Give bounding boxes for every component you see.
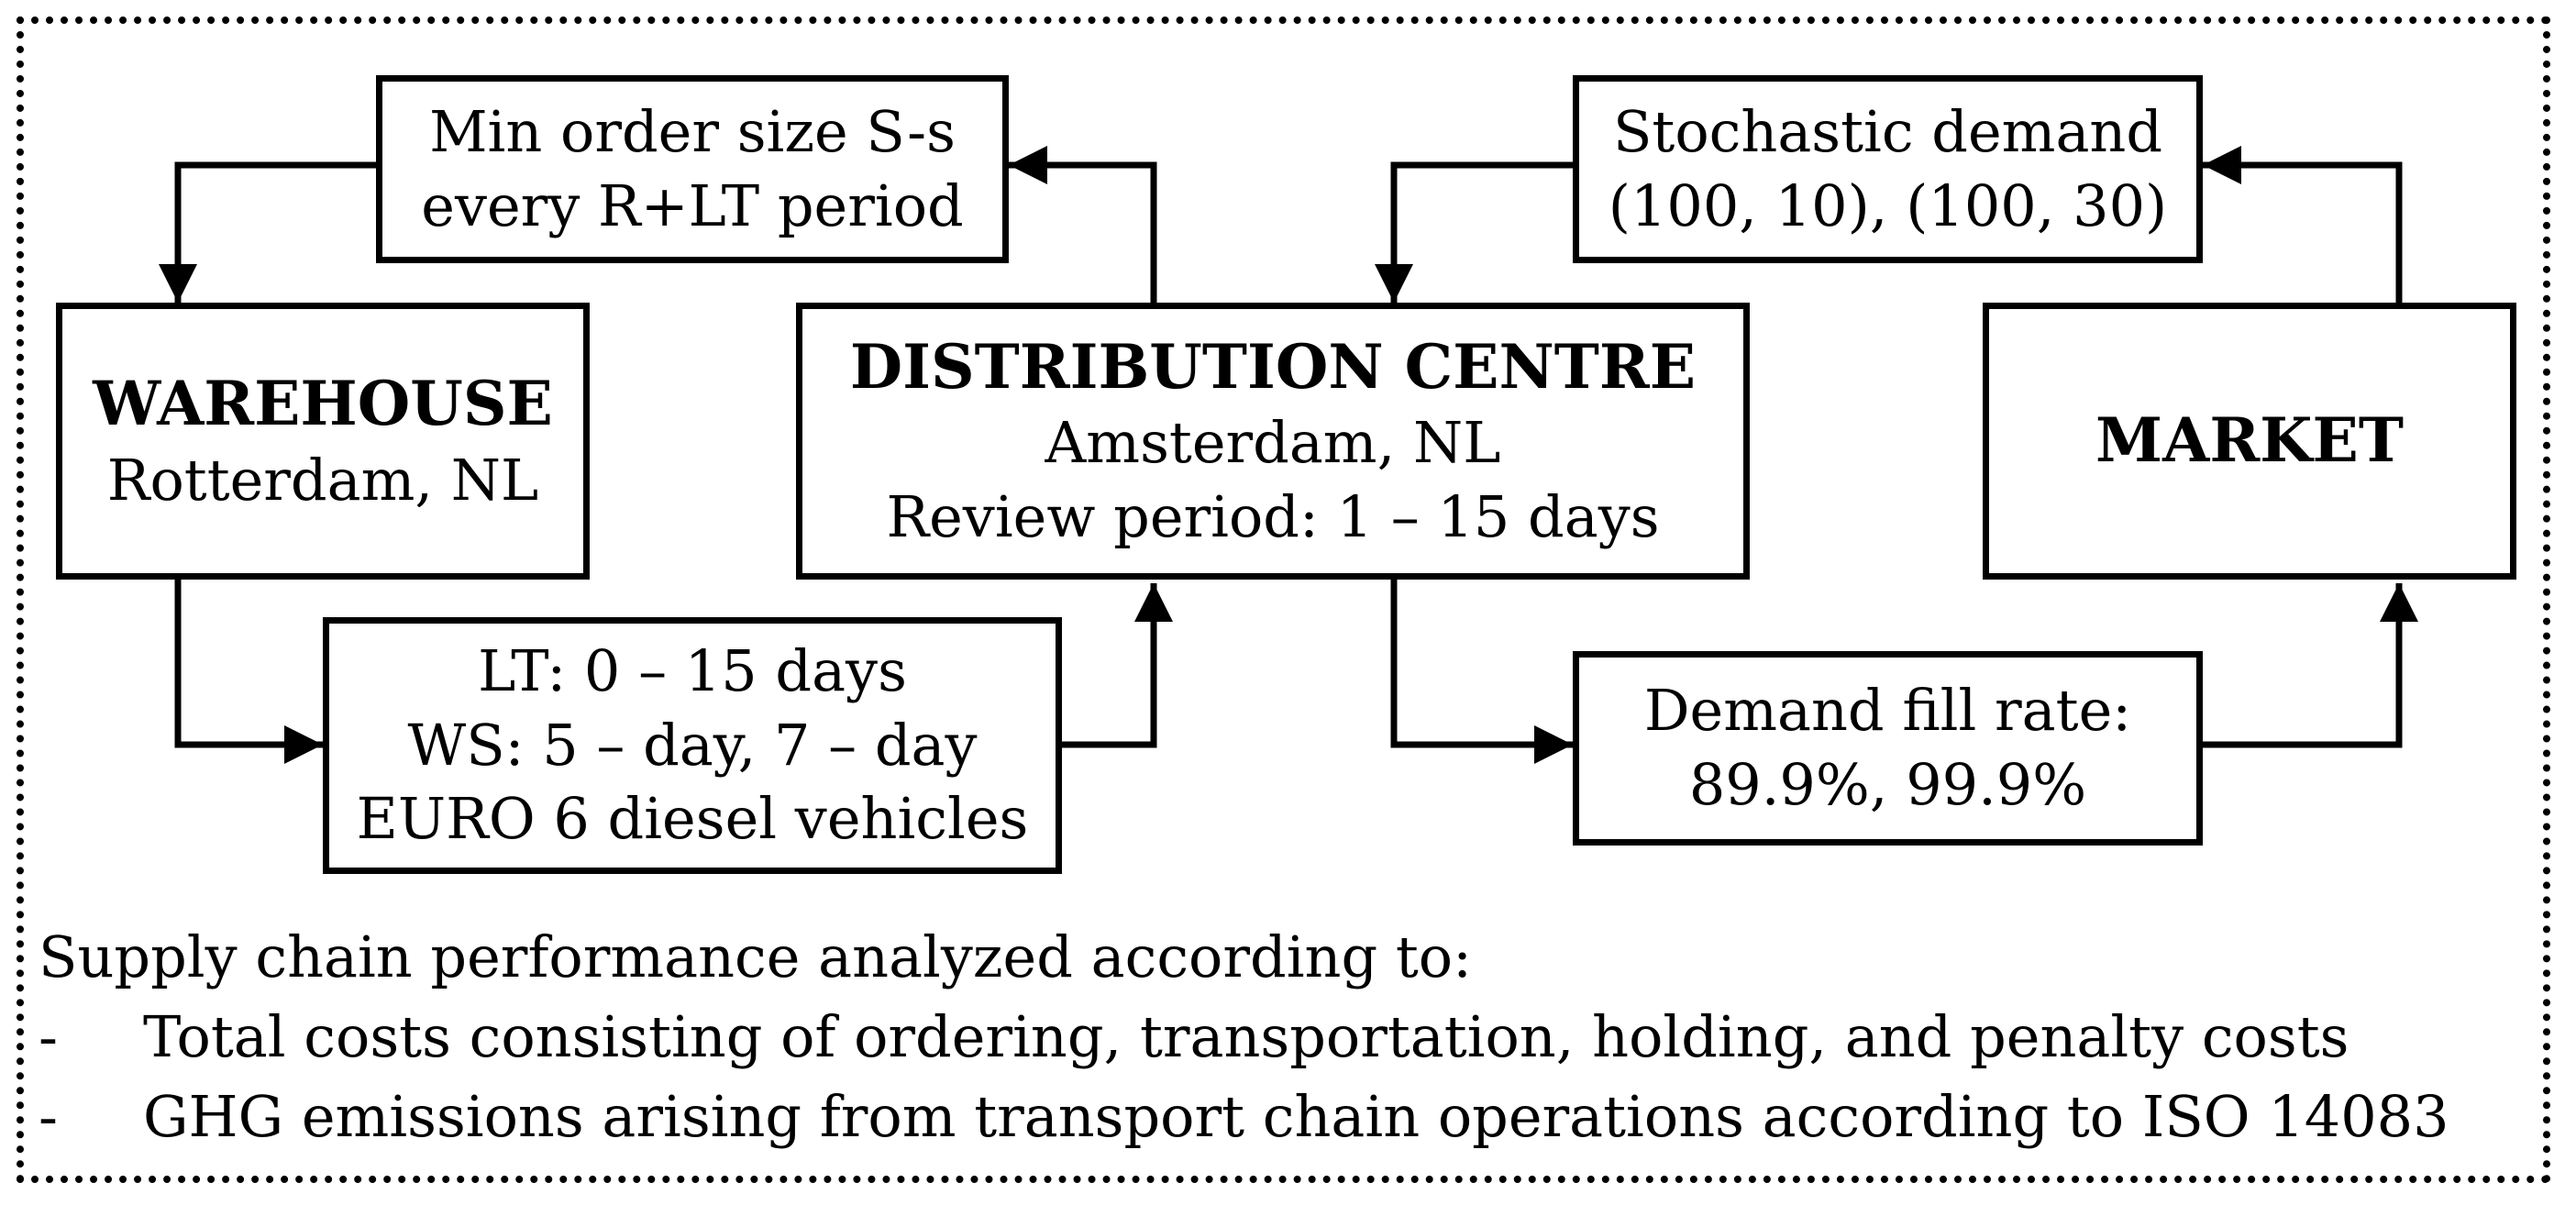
bullet-item: - GHG emissions arising from transport c…: [39, 1077, 2449, 1156]
lead-time-line-1: LT: 0 – 15 days: [478, 637, 907, 705]
distribution-line-2: Review period: 1 – 15 days: [886, 482, 1660, 550]
stochastic-demand-box: Stochastic demand (100, 10), (100, 30): [1573, 75, 2203, 263]
distribution-line-1: Amsterdam, NL: [1045, 409, 1501, 477]
performance-notes: Supply chain performance analyzed accord…: [39, 917, 2449, 1156]
warehouse-box: WAREHOUSE Rotterdam, NL: [56, 303, 590, 580]
bullet-dash: -: [39, 1003, 58, 1070]
lead-time-line-2: WS: 5 – day, 7 – day: [407, 711, 978, 779]
market-title: MARKET: [2095, 404, 2404, 477]
bullet-text-ghg-emissions: GHG emissions arising from transport cha…: [143, 1083, 2449, 1150]
stochastic-line-1: Stochastic demand: [1612, 97, 2163, 165]
min-order-line-2: every R+LT period: [421, 171, 964, 239]
market-box: MARKET: [1983, 303, 2516, 580]
lead-time-line-3: EURO 6 diesel vehicles: [356, 785, 1029, 853]
arrow-min-order-to-warehouse: [159, 161, 376, 303]
distribution-title: DISTRIBUTION CENTRE: [849, 330, 1697, 403]
arrow-stochastic-to-distribution: [1375, 161, 1573, 303]
min-order-box: Min order size S-s every R+LT period: [376, 75, 1009, 263]
fill-rate-line-2: 89.9%, 99.9%: [1688, 751, 2087, 818]
arrow-distribution-to-fill-rate: [1390, 580, 1573, 764]
lead-time-box: LT: 0 – 15 days WS: 5 – day, 7 – day EUR…: [323, 617, 1062, 874]
warehouse-title: WAREHOUSE: [93, 367, 553, 439]
stochastic-line-2: (100, 10), (100, 30): [1608, 171, 2168, 239]
min-order-line-1: Min order size S-s: [429, 97, 956, 165]
arrow-distribution-to-min-order: [1009, 146, 1157, 304]
fill-rate-line-1: Demand fill rate:: [1643, 677, 2132, 745]
dotted-border-frame: [17, 17, 2550, 1183]
performance-heading: Supply chain performance analyzed accord…: [39, 923, 1472, 990]
arrow-market-to-stochastic: [2203, 146, 2403, 304]
bullet-item: - Total costs consisting of ordering, tr…: [39, 997, 2449, 1077]
bullet-dash: -: [39, 1083, 58, 1150]
arrow-warehouse-to-lead-time: [174, 580, 323, 764]
arrow-lead-time-to-distribution: [1062, 583, 1173, 748]
arrow-fill-rate-to-market: [2203, 583, 2418, 748]
bullet-text-total-costs: Total costs consisting of ordering, tran…: [143, 1003, 2349, 1070]
fill-rate-box: Demand fill rate: 89.9%, 99.9%: [1573, 651, 2203, 846]
distribution-centre-box: DISTRIBUTION CENTRE Amsterdam, NL Review…: [796, 303, 1750, 580]
warehouse-subtitle: Rotterdam, NL: [106, 446, 539, 514]
